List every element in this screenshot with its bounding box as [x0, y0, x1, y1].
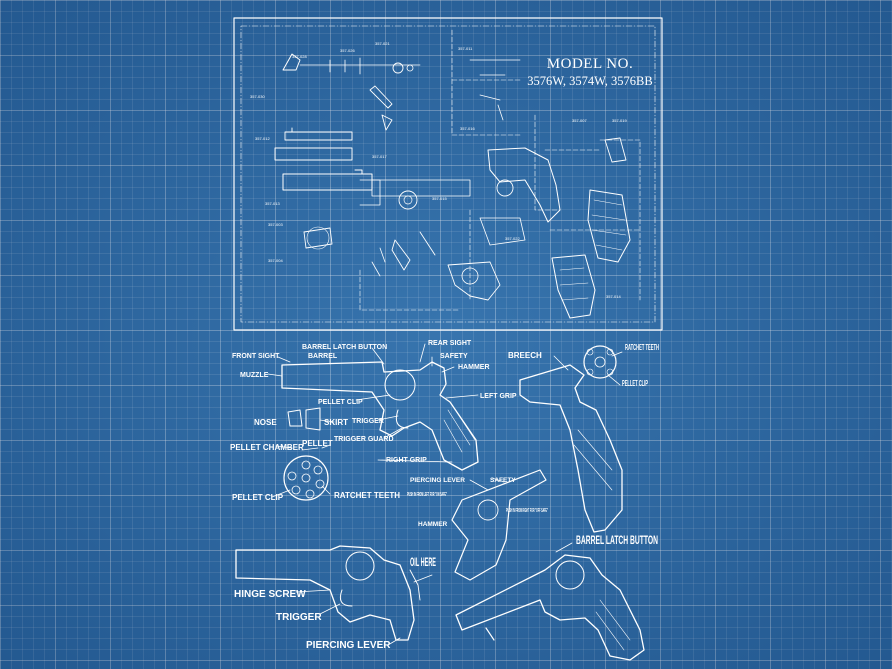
label-muzzle: MUZZLE — [240, 372, 269, 379]
leader-lines — [267, 343, 623, 646]
label-trigger-guard: TRIGGER GUARD — [334, 436, 394, 443]
label-pellet-chamber: PELLET CHAMBER — [230, 443, 304, 452]
pellet-parts — [287, 407, 321, 451]
part-number: 357-022 — [505, 236, 520, 241]
label-piercing-lever-bottom: PIERCING LEVER — [306, 640, 391, 651]
label-ratchet-teeth: RATCHET TEETH — [334, 491, 400, 500]
part-number: 357-026 — [340, 48, 355, 53]
label-hammer: HAMMER — [458, 364, 490, 371]
label-pellet-clip: PELLET CLIP — [318, 399, 363, 406]
label-pellet-clip-right: PELLET CLIP — [622, 379, 648, 388]
part-number: 357-016 — [460, 126, 475, 131]
part-number-labels: 357-028 357-026 357-021 357-030 357-012 … — [250, 41, 627, 299]
label-barrel: BARREL — [308, 353, 338, 360]
part-number: 357-004 — [268, 258, 283, 263]
part-number: 357-019 — [612, 118, 627, 123]
part-number: 357-012 — [255, 136, 270, 141]
part-number: 357-015 — [432, 196, 447, 201]
label-nose: NOSE — [254, 418, 277, 427]
revolver-bottom-left — [235, 545, 421, 641]
label-skirt: SKIRT — [324, 418, 348, 427]
label-breech: BREECH — [508, 351, 542, 360]
label-front-sight: FRONT SIGHT — [232, 353, 280, 360]
label-left-grip: LEFT GRIP — [480, 393, 517, 400]
revolver-open-barrel — [519, 345, 623, 533]
exploded-frame-parts — [371, 59, 631, 319]
label-trigger: TRIGGER — [352, 418, 384, 425]
label-barrel-latch-button-large: BARREL LATCH BUTTON — [576, 533, 658, 547]
label-push-right: PUSH IN FROM RIGHT FOR "OFF SAFE" — [506, 508, 548, 514]
exploded-barrel-parts — [274, 53, 471, 250]
label-ratchet-teeth-right: RATCHET TEETH — [625, 343, 659, 352]
label-right-grip: RIGHT GRIP — [386, 457, 427, 464]
part-number: 357-007 — [572, 118, 587, 123]
label-trigger-bottom: TRIGGER — [276, 612, 322, 623]
label-barrel-latch-button: BARREL LATCH BUTTON — [302, 344, 387, 351]
part-number: 357-017 — [372, 154, 387, 159]
part-number: 357-021 — [375, 41, 390, 46]
label-safety-mid: SAFETY — [490, 477, 516, 484]
revolver-bottom-right — [455, 554, 645, 661]
part-number: 357-014 — [606, 294, 621, 299]
label-hinge-screw: HINGE SCREW — [234, 589, 306, 600]
part-number: 357-013 — [265, 201, 280, 206]
part-number: 357-030 — [250, 94, 265, 99]
callout-labels: FRONT SIGHT BARREL BARREL LATCH BUTTON R… — [230, 340, 659, 651]
label-hammer-mid: HAMMER — [418, 521, 448, 528]
schematic-frame — [233, 17, 663, 331]
label-rear-sight: REAR SIGHT — [428, 340, 472, 347]
part-number: 357-011 — [458, 46, 473, 51]
label-pellet: PELLET — [302, 439, 333, 448]
pellet-clip-drawing — [283, 455, 329, 501]
part-number: 357-028 — [292, 54, 307, 59]
label-push-left: PUSH IN FROM LEFT FOR "ON SAFE" — [407, 492, 447, 498]
label-piercing-lever: PIERCING LEVER — [410, 477, 465, 484]
revolver-side-view — [281, 361, 479, 471]
model-numbers: 3576W, 3574W, 3576BB — [527, 74, 653, 88]
label-safety: SAFETY — [440, 353, 468, 360]
part-number: 357-003 — [268, 222, 283, 227]
model-number-block: MODEL NO. 3576W, 3574W, 3576BB — [520, 56, 660, 90]
revolver-safety-view — [451, 469, 547, 581]
label-oil-here: OIL HERE — [410, 555, 436, 569]
model-heading: MODEL NO. — [546, 56, 634, 72]
label-pellet-clip-bottom: PELLET CLIP — [232, 493, 284, 502]
